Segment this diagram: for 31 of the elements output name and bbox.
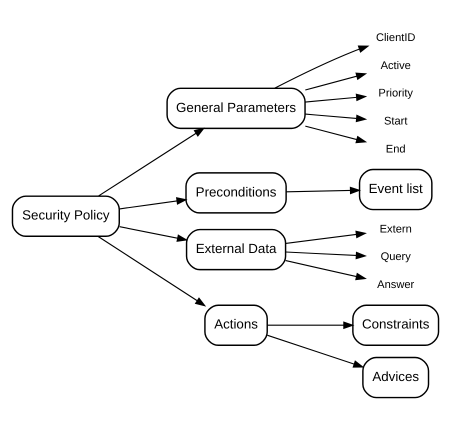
node-box: Advices <box>362 356 430 398</box>
node-text: End <box>386 143 406 156</box>
node-box: External Data <box>186 228 286 270</box>
node-box: Event list <box>358 168 433 210</box>
node-text: Query <box>380 251 411 264</box>
node-box: Actions <box>204 304 268 346</box>
arrow <box>98 236 206 307</box>
arrow <box>98 128 206 197</box>
node-text: Active <box>380 60 411 72</box>
arrow <box>267 334 364 368</box>
arrow <box>120 197 188 210</box>
arrow <box>305 94 368 103</box>
node-text: Answer <box>377 278 414 291</box>
arrow <box>268 321 354 330</box>
arrow <box>286 251 367 260</box>
node-box: Security Policy <box>12 195 120 237</box>
arrow <box>305 114 368 122</box>
node-text: Priority <box>378 88 413 100</box>
node-box: Constraints <box>352 304 440 346</box>
node-text: ClientID <box>376 32 416 44</box>
arrow <box>286 186 362 194</box>
arrow <box>286 260 367 280</box>
node-text: Extern <box>380 223 412 236</box>
arrow <box>274 46 370 89</box>
node-box: General Parameters <box>166 88 306 130</box>
arrow <box>120 226 188 242</box>
node-box: Preconditions <box>185 172 287 214</box>
arrow <box>305 72 368 91</box>
node-text: Start <box>384 115 408 128</box>
arrow <box>305 126 368 144</box>
arrow <box>286 230 367 244</box>
